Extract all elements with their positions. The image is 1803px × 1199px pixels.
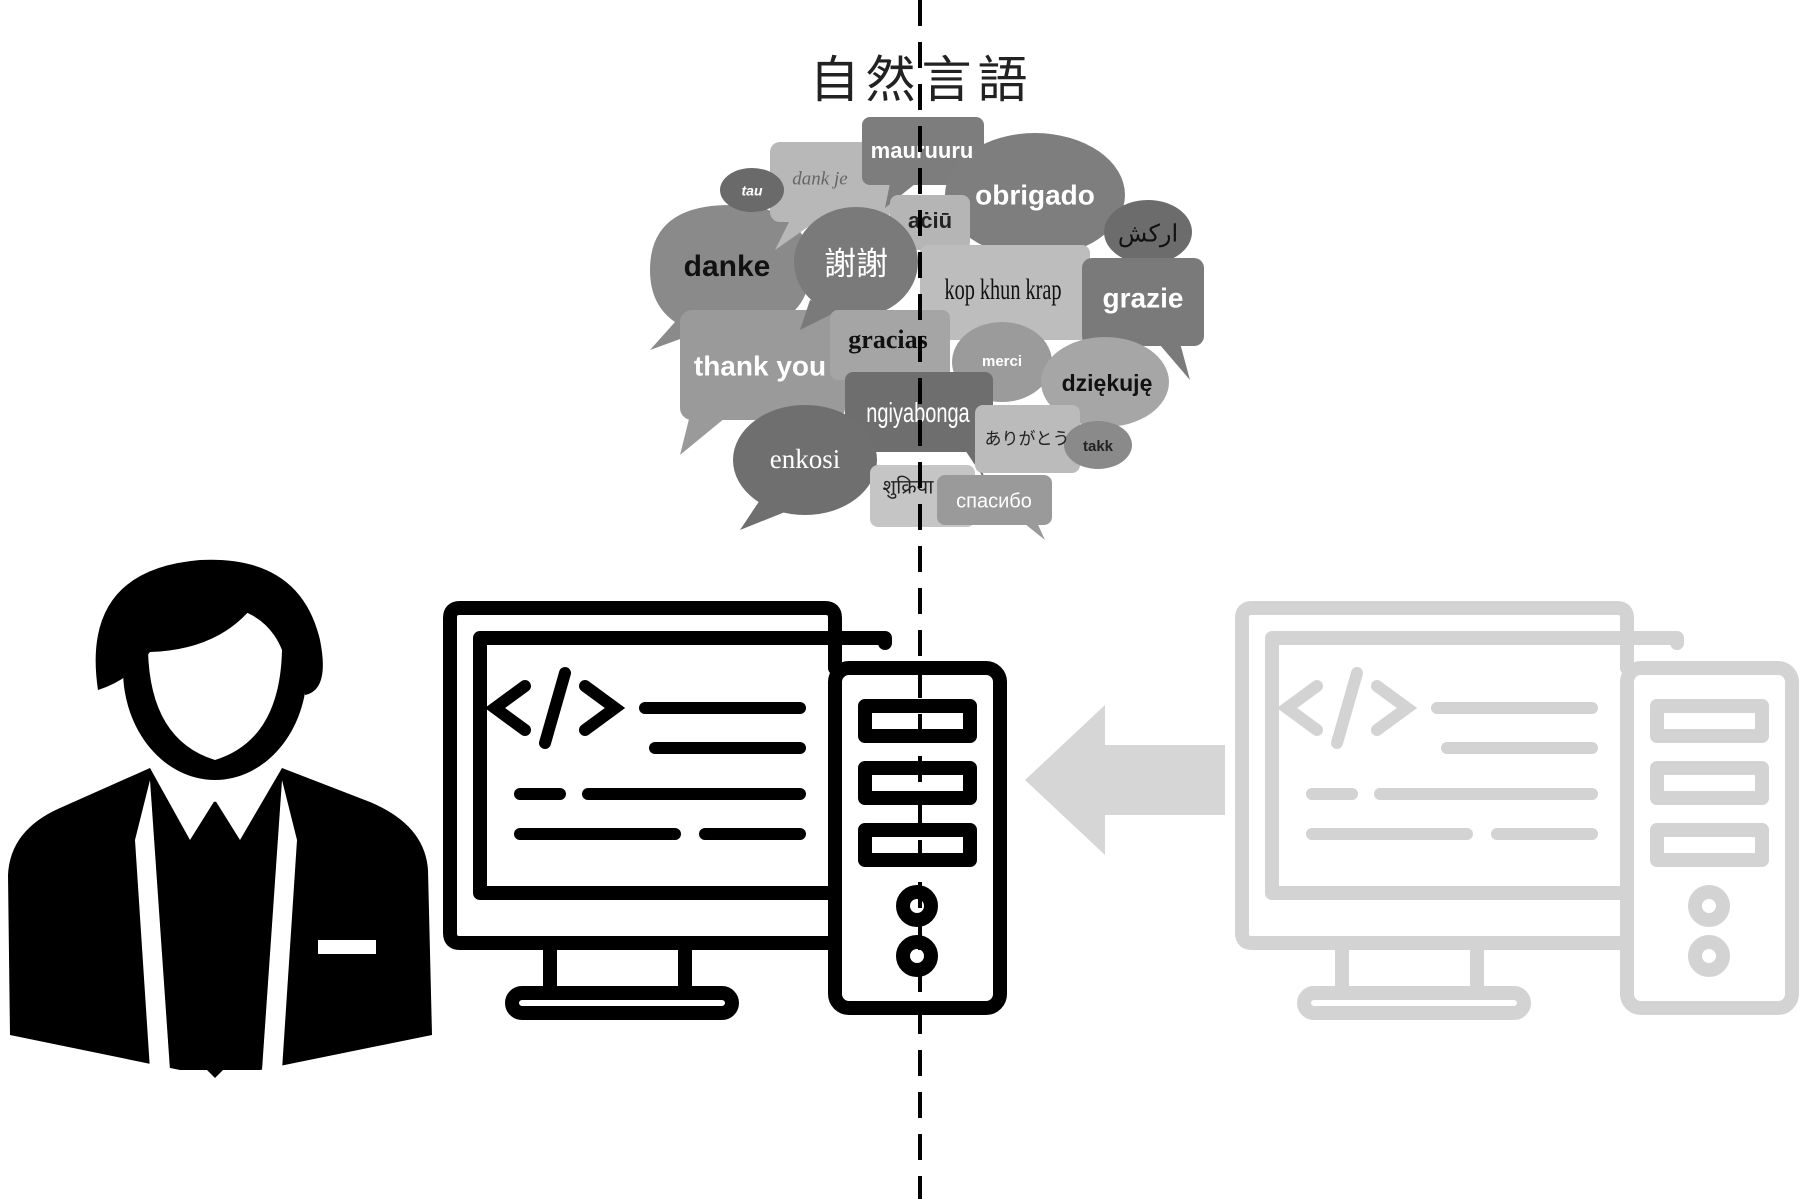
word-arabic: ارکش xyxy=(1118,220,1178,247)
businessman-icon xyxy=(8,559,432,1078)
word-thank-you: thank you xyxy=(694,350,826,381)
word-shukriya: शुक्रिया xyxy=(883,475,935,499)
computer-code-icon xyxy=(443,601,1007,1020)
bubble-shapes xyxy=(650,117,1204,540)
word-enkosi: enkosi xyxy=(770,444,841,474)
word-dziekuje: dziękuję xyxy=(1062,370,1153,396)
word-merci: merci xyxy=(982,353,1022,370)
computer-code-faded-icon xyxy=(1235,601,1799,1020)
word-xiexie: 謝謝 xyxy=(824,245,888,281)
word-tau: tau xyxy=(742,183,763,199)
word-gracias: gracias xyxy=(848,325,927,354)
dashed-divider-line xyxy=(918,0,922,1199)
word-takk: takk xyxy=(1083,438,1114,455)
word-spasibo: спасибо xyxy=(956,490,1032,512)
word-arigatou: ありがとう xyxy=(985,429,1070,448)
word-dank-je: dank je xyxy=(792,168,847,189)
word-obrigado: obrigado xyxy=(975,179,1095,210)
arrow-left-icon xyxy=(1025,705,1225,855)
word-aciu: aċiū xyxy=(908,208,952,233)
word-grazie: grazie xyxy=(1103,282,1184,313)
word-kop-khun-krap: kop khun krap xyxy=(944,272,1061,306)
word-danke: danke xyxy=(684,250,771,283)
